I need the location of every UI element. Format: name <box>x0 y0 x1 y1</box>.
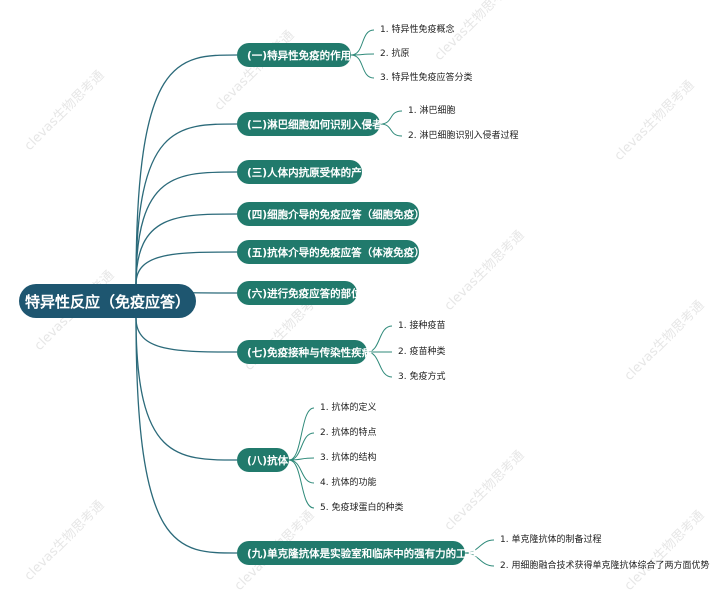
leaf-connector <box>379 110 403 125</box>
leaf-node[interactable]: 1. 接种疫苗 <box>398 321 446 331</box>
branch-node[interactable]: (三)人体内抗原受体的产生 <box>237 160 372 184</box>
leaf-node[interactable]: 2. 用细胞融合技术获得单克隆抗体综合了两方面优势 <box>500 561 710 571</box>
branch-node[interactable]: (一)特异性免疫的作用 <box>237 43 351 67</box>
leaf-node[interactable]: 2. 淋巴细胞识别入侵者过程 <box>408 131 519 141</box>
root-connector <box>135 317 238 353</box>
leaf-connector <box>464 539 495 554</box>
root-connector <box>135 213 238 285</box>
leaf-connector <box>350 29 375 56</box>
root-connector <box>135 317 238 461</box>
branch-node[interactable]: (八)抗体 <box>237 448 289 472</box>
leaf-node[interactable]: 1. 特异性免疫概念 <box>380 25 455 35</box>
leaf-node[interactable]: 3. 特异性免疫应答分类 <box>380 73 473 83</box>
branch-node[interactable]: (四)细胞介导的免疫应答（细胞免疫） <box>237 202 425 226</box>
branch-node[interactable]: (二)淋巴细胞如何识别入侵者 <box>237 112 383 136</box>
leaf-node[interactable]: 3. 免疫方式 <box>398 372 446 382</box>
leaf-connector <box>288 459 315 484</box>
root-connector <box>135 123 238 285</box>
leaf-connector <box>288 432 315 461</box>
root-connector <box>135 54 238 285</box>
leaf-node[interactable]: 5. 免疫球蛋白的种类 <box>320 503 404 513</box>
branch-node[interactable]: (五)抗体介导的免疫应答（体液免疫） <box>237 240 425 264</box>
root-node[interactable]: 特异性反应（免疫应答） <box>19 284 196 318</box>
leaf-connector <box>350 54 375 79</box>
leaf-node[interactable]: 2. 抗原 <box>380 49 410 59</box>
leaf-node[interactable]: 1. 淋巴细胞 <box>408 106 456 116</box>
root-connector <box>135 171 238 285</box>
leaf-connector <box>288 407 315 461</box>
leaf-connector <box>464 552 495 567</box>
branch-node[interactable]: (九)单克隆抗体是实验室和临床中的强有力的工具 <box>237 541 477 565</box>
leaf-node[interactable]: 3. 抗体的结构 <box>320 453 377 463</box>
leaf-connector <box>288 459 315 509</box>
leaf-node[interactable]: 1. 单克隆抗体的制备过程 <box>500 535 602 545</box>
root-connector <box>135 251 238 285</box>
leaf-node[interactable]: 1. 抗体的定义 <box>320 403 377 413</box>
branch-node[interactable]: (六)进行免疫应答的部位 <box>237 281 362 305</box>
leaf-connector <box>366 351 393 378</box>
leaf-connector <box>366 325 393 353</box>
leaf-connector <box>379 123 403 137</box>
leaf-node[interactable]: 2. 抗体的特点 <box>320 428 377 438</box>
root-connector <box>135 317 238 554</box>
branch-node[interactable]: (七)免疫接种与传染性疾病 <box>237 340 372 364</box>
leaf-node[interactable]: 4. 抗体的功能 <box>320 478 377 488</box>
leaf-node[interactable]: 2. 疫苗种类 <box>398 347 446 357</box>
